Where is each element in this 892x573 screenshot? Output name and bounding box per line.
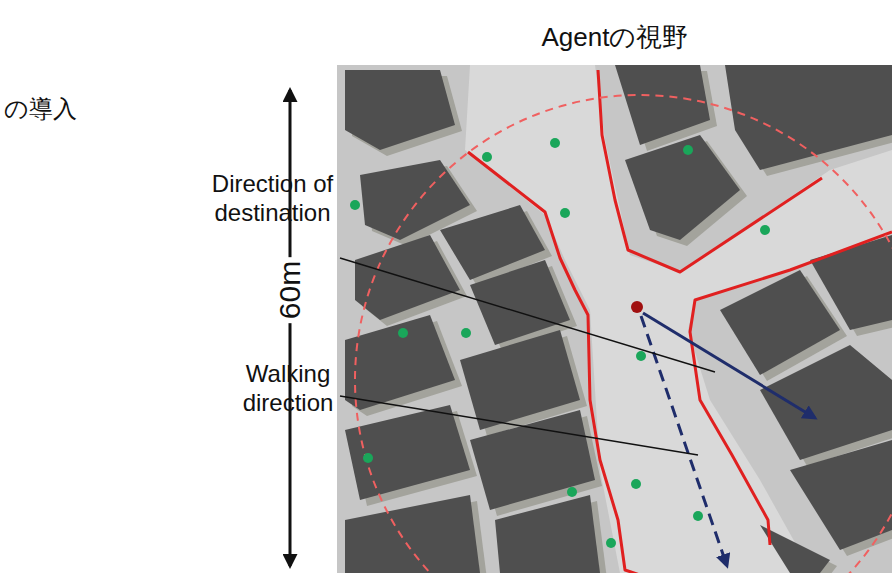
partial-heading: の導入 — [4, 95, 77, 124]
agent-dot — [631, 301, 643, 313]
leader-line — [340, 258, 715, 372]
map-ground — [337, 65, 892, 573]
callout-label: Direction of destination — [200, 170, 345, 228]
other-agents — [350, 138, 770, 548]
dimension-arrow — [289, 90, 292, 566]
buildings — [345, 65, 892, 573]
destination-arrow — [643, 313, 815, 418]
dimension-label: 60m — [272, 257, 308, 323]
leader-line — [340, 396, 698, 455]
city-map — [337, 65, 892, 573]
visible-road-edges — [468, 70, 892, 573]
view-range-circle — [355, 95, 892, 573]
callout-label: Walking direction — [232, 360, 344, 418]
figure-title: Agentの視野 — [542, 22, 689, 53]
road-area — [465, 65, 892, 573]
